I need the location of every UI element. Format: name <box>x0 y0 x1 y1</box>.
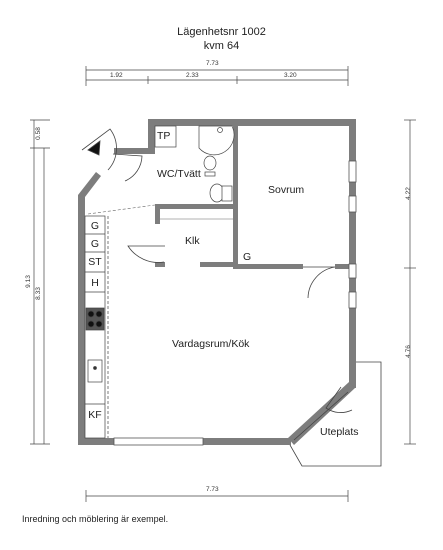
room-label-wc: WC/Tvätt <box>157 168 201 180</box>
dim-top-seg-3: 3.20 <box>284 72 297 79</box>
room-label-tp: TP <box>157 130 171 142</box>
dim-bottom-total: 7.73 <box>206 486 219 493</box>
terrace <box>289 361 382 467</box>
kitchen-unit-label: G <box>90 238 100 250</box>
apartment-area: kvm 64 <box>203 40 240 52</box>
dim-left-inner: 8.33 <box>34 287 42 300</box>
doors <box>81 128 353 413</box>
walls <box>78 119 356 445</box>
dim-left-top: 0.58 <box>34 127 42 140</box>
kitchen-unit-label: H <box>91 277 99 289</box>
kitchen-unit-label: G <box>90 220 100 232</box>
room-label-vardagsrum: Vardagsrum/Kök <box>172 338 250 350</box>
windows <box>113 160 357 446</box>
kitchen-unit-label: ST <box>88 256 102 268</box>
dim-top-seg-1: 1.92 <box>110 72 123 79</box>
dim-top-seg-2: 2.33 <box>186 72 199 79</box>
footer-note: Inredning och möblering är exempel. <box>22 514 169 524</box>
kitchen-counter <box>84 215 109 439</box>
dim-left-outer: 9.13 <box>24 275 32 288</box>
dim-right-top: 4.22 <box>404 187 412 200</box>
dim-top-total: 7.73 <box>206 60 219 67</box>
wc-fixtures <box>154 125 235 203</box>
dim-right-bottom: 4.76 <box>404 345 412 358</box>
room-label-klk: Klk <box>185 235 200 247</box>
room-label-g: G <box>243 251 252 263</box>
kitchen-unit-label: KF <box>88 409 102 421</box>
closet-lines <box>87 204 233 220</box>
dimension-lines <box>30 66 416 502</box>
room-label-uteplats: Uteplats <box>320 426 359 438</box>
room-label-sovrum: Sovrum <box>268 184 305 196</box>
apartment-number: Lägenhetsnr 1002 <box>177 26 266 38</box>
